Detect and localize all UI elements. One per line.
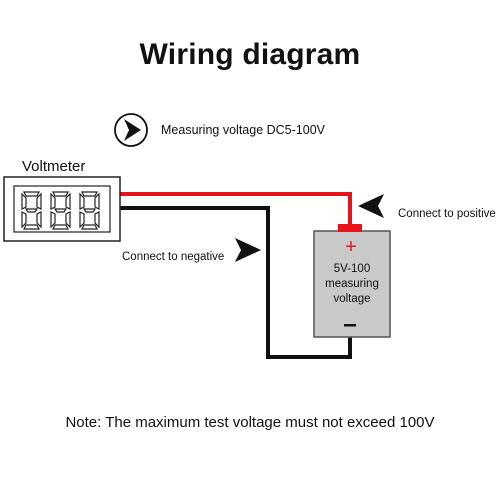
display-digit (50, 191, 71, 230)
display-digit (79, 191, 100, 230)
connect-negative-label: Connect to negative (122, 251, 225, 263)
measuring-range-note: Measuring voltage DC5-100V (161, 123, 325, 137)
source-label-line: voltage (333, 293, 371, 305)
page-title: Wiring diagram (139, 38, 361, 71)
source-label-line: measuring (325, 278, 379, 290)
footer-note: Note: The maximum test voltage must not … (65, 414, 435, 431)
voltage-source-label: 5V-100 measuring voltage (314, 262, 390, 307)
connect-positive-label: Connect to positive (398, 208, 496, 220)
minus-sign (344, 324, 356, 327)
voltmeter-label: Voltmeter (22, 158, 86, 175)
source-label-line: 5V-100 (333, 263, 371, 275)
arrow-icon (235, 238, 261, 262)
display-digit (21, 191, 42, 230)
play-circle-icon (114, 113, 148, 147)
positive-wire (120, 192, 352, 224)
voltage-source-box: + (313, 224, 391, 338)
negative-wire (120, 206, 352, 359)
voltmeter-device (3, 176, 121, 242)
plus-sign: + (345, 236, 357, 258)
positive-terminal (338, 224, 362, 232)
arrow-icon (358, 194, 384, 218)
